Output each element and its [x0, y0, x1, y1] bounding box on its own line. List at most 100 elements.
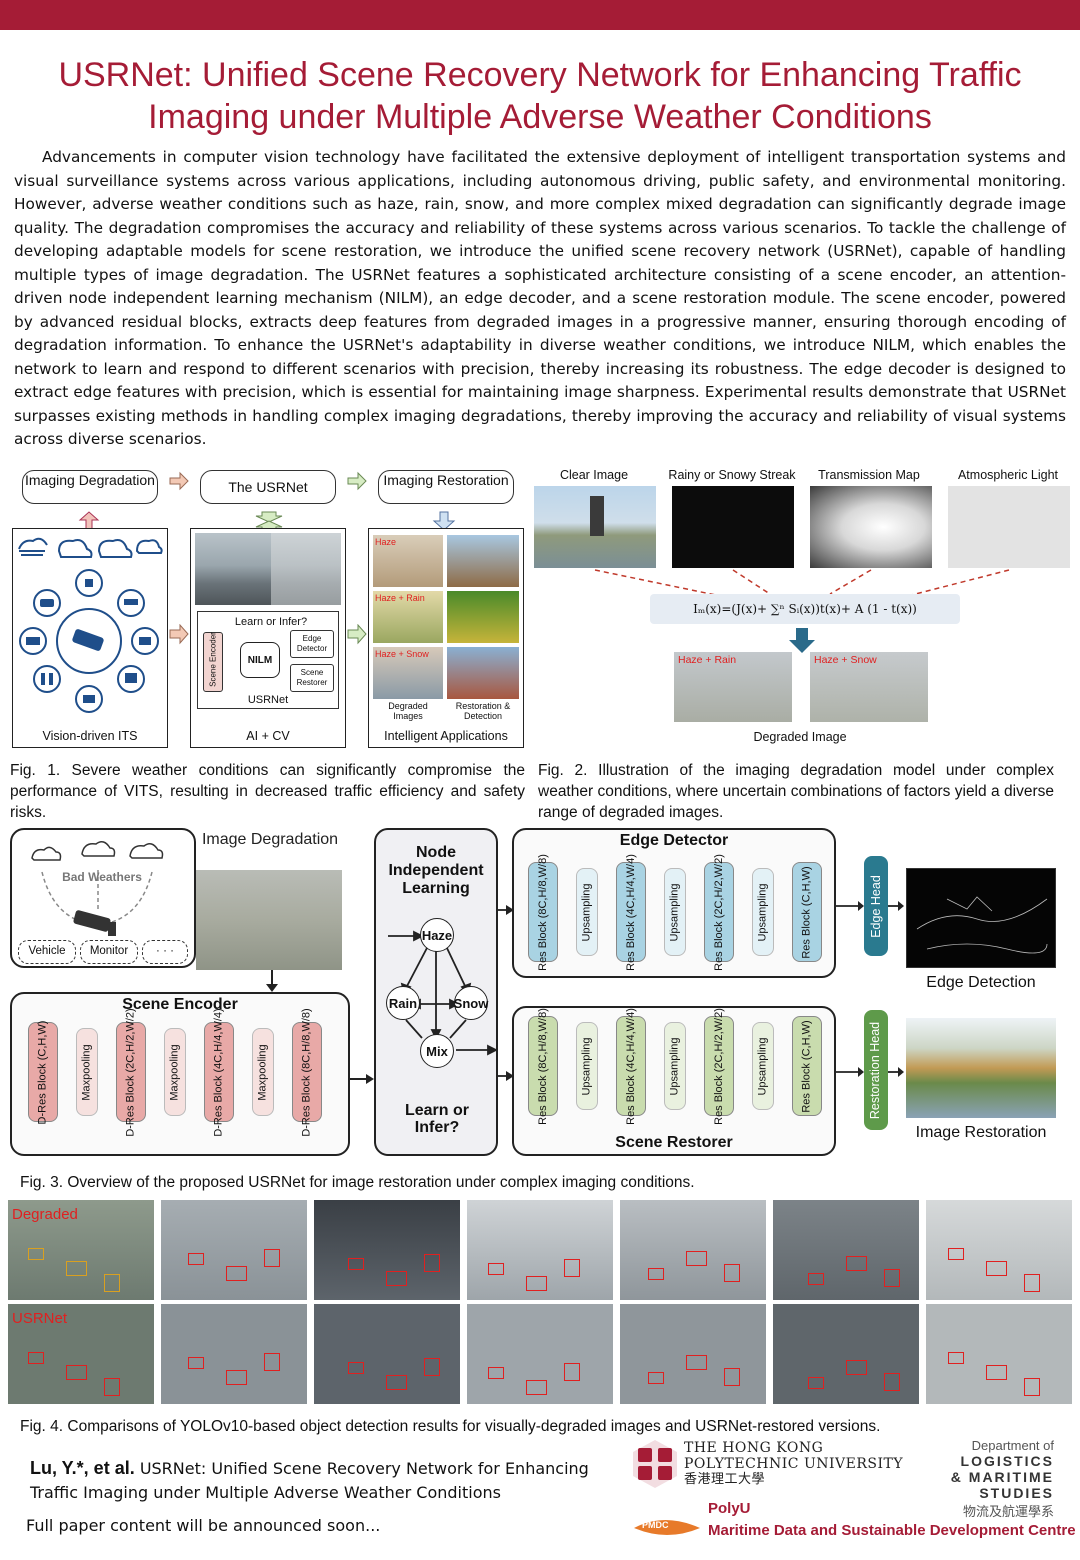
- mini-scene-restorer: Scene Restorer: [290, 664, 334, 692]
- block-label: Res Block (8C,H/8,W/8): [536, 853, 549, 971]
- degraded-images-label: Degraded Images: [388, 701, 428, 721]
- arrow-encoder-to-nil: [350, 1074, 374, 1084]
- detection-box: [724, 1368, 740, 1386]
- scene-encoder-title: Scene Encoder: [122, 996, 238, 1013]
- degraded-row-label: Degraded: [12, 1206, 78, 1223]
- announcement-note: Full paper content will be announced soo…: [26, 1516, 381, 1535]
- nil-title: Node Independent Learning: [388, 844, 484, 897]
- mini-scene-encoder: Scene Encoder: [203, 632, 223, 692]
- pmdc-logo: PMDC: [632, 1510, 702, 1540]
- usrnet-box: The USRNet: [200, 470, 336, 504]
- sampling-block: Upsampling: [576, 868, 598, 956]
- fig2-haze-snow-tag: Haze + Snow: [814, 654, 877, 666]
- reference-title: USRNet: Unified Scene Recovery Network f…: [30, 1459, 589, 1502]
- ai-cv-label: AI + CV: [246, 729, 290, 743]
- block-label: Maxpooling: [80, 1043, 93, 1101]
- restored-thumbnail: [8, 1304, 154, 1404]
- block-label: Res Block (C,H,W): [800, 865, 813, 959]
- formula-down-arrow: [789, 628, 815, 653]
- block-label: Upsampling: [580, 882, 593, 942]
- res-block: Res Block (8C,H/8,W/8): [528, 1008, 558, 1124]
- block-label: Upsampling: [756, 1036, 769, 1096]
- rain-node: Rain: [386, 986, 420, 1020]
- fig4-caption: Fig. 4. Comparisons of YOLOv10-based obj…: [20, 1418, 881, 1435]
- restoration-detection-label: Restoration & Detection: [455, 701, 511, 721]
- sampling-block: Upsampling: [664, 868, 686, 956]
- detection-box: [348, 1258, 364, 1270]
- nil-panel: Node Independent Learning Haze Rain Snow…: [374, 828, 498, 1156]
- arrow-its-to-ai: [169, 624, 189, 645]
- reference-authors: Lu, Y.*, et al.: [30, 1458, 135, 1478]
- mix-node: Mix: [420, 1034, 454, 1068]
- haze-tag: Haze: [375, 537, 397, 547]
- degraded-thumbnail: [467, 1200, 613, 1300]
- degraded-thumbnail: [314, 1200, 460, 1300]
- arrow-ai-to-apps: [347, 624, 367, 645]
- detection-box: [686, 1355, 707, 1370]
- haze-snow-tag: Haze + Snow: [375, 649, 429, 659]
- res-block: Res Block (2C,H/2,W/2): [704, 854, 734, 970]
- vehicle-node: Vehicle: [18, 940, 76, 964]
- detection-box: [28, 1352, 44, 1364]
- bad-weather-panel: Bad Weathers Vehicle Monitor · · ·: [10, 828, 196, 968]
- res-block: Res Block (C,H,W): [792, 1016, 822, 1116]
- haze-snow-image: [810, 652, 928, 722]
- detection-box: [386, 1375, 407, 1390]
- snow-node: Snow: [454, 986, 488, 1020]
- scene-encoder-panel: Scene Encoder D-Res Block (C,H,W)Maxpool…: [10, 992, 350, 1156]
- detection-box: [104, 1274, 120, 1292]
- detection-box: [1024, 1378, 1040, 1396]
- restored-thumbnail: [773, 1304, 919, 1404]
- atmospheric-light-label: Atmospheric Light: [957, 468, 1059, 482]
- detection-box: [526, 1380, 547, 1395]
- restored-thumbnail: [467, 1304, 613, 1404]
- image-restoration-label: Image Restoration: [915, 1124, 1047, 1141]
- detection-box: [226, 1266, 247, 1281]
- fig3-caption: Fig. 3. Overview of the proposed USRNet …: [20, 1174, 695, 1191]
- detection-box: [986, 1365, 1007, 1380]
- degraded-thumbnail: [161, 1200, 307, 1300]
- fig2-dashed-arrows: [594, 569, 1010, 599]
- learn-or-infer-label: Learn or Infer?: [234, 616, 308, 628]
- polyu-logo-icon: [633, 1440, 677, 1488]
- mini-nilm: NILM: [240, 642, 280, 678]
- its-icons: [18, 537, 163, 713]
- detection-box: [648, 1268, 664, 1280]
- transmission-map-label: Transmission Map: [818, 468, 920, 482]
- detection-box: [488, 1263, 504, 1275]
- lms-logo: Department of LOGISTICS & MARITIME STUDI…: [950, 1438, 1054, 1519]
- detection-box: [226, 1370, 247, 1385]
- block-label: Upsampling: [668, 882, 681, 942]
- detection-box: [846, 1360, 867, 1375]
- ai-cv-panel: Learn or Infer? Scene Encoder NILM Edge …: [190, 528, 346, 748]
- scene-restorer-title: Scene Restorer: [615, 1134, 733, 1151]
- block-label: Upsampling: [580, 1036, 593, 1096]
- rain-degraded: [373, 591, 443, 643]
- intelligent-apps-label: Intelligent Applications: [384, 729, 508, 743]
- usrnet-row-label: USRNet: [12, 1310, 68, 1327]
- sampling-block: Upsampling: [664, 1022, 686, 1110]
- block-label: Res Block (4C,H/4,W/4): [624, 853, 637, 971]
- degraded-thumbnail: [8, 1200, 154, 1300]
- restored-thumbnail: [314, 1304, 460, 1404]
- abstract-text: Advancements in computer vision technolo…: [14, 148, 1066, 448]
- restored-thumbnail: [161, 1304, 307, 1404]
- polyu-short: PolyU: [708, 1500, 751, 1517]
- detection-box: [28, 1248, 44, 1260]
- block-label: D-Res Block (8C,H/8,W/8): [300, 1007, 313, 1137]
- haze-degraded: [373, 535, 443, 587]
- detection-box: [564, 1259, 580, 1277]
- sampling-block: Maxpooling: [252, 1028, 274, 1116]
- mini-edge-detector: Edge Detector: [290, 630, 334, 658]
- degraded-photo: [196, 870, 342, 970]
- fig1-caption: Fig. 1. Severe weather conditions can si…: [10, 762, 525, 821]
- detection-box: [846, 1256, 867, 1271]
- degraded-thumbnail: [773, 1200, 919, 1300]
- detection-box: [386, 1271, 407, 1286]
- scene-restorer-panel: Scene Restorer Res Block (8C,H/8,W/8) Ups…: [512, 1006, 836, 1156]
- sampling-block: Maxpooling: [164, 1028, 186, 1116]
- res-block: Res Block (2C,H/2,W/2): [704, 1008, 734, 1124]
- detection-box: [686, 1251, 707, 1266]
- centre-name: Maritime Data and Sustainable Developmen…: [708, 1522, 1076, 1539]
- streak-label: Rainy or Snowy Streak: [668, 468, 796, 482]
